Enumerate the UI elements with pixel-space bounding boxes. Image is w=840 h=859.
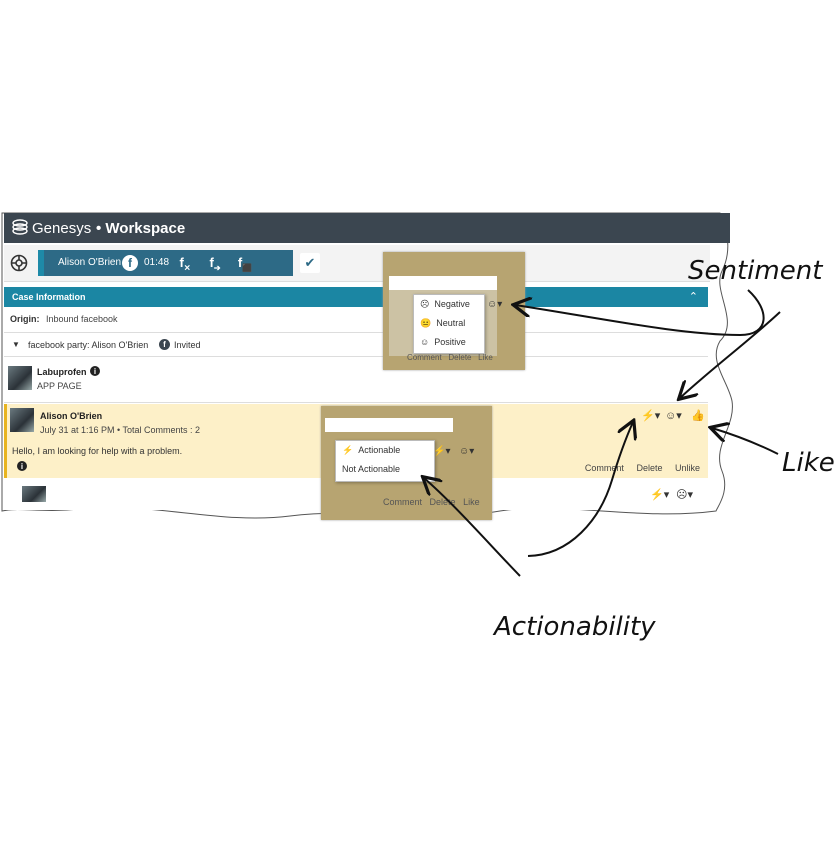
menu-item-label: Positive xyxy=(434,337,466,347)
app-title: • Workspace xyxy=(96,220,186,237)
menu-item-label: Not Actionable xyxy=(342,464,401,474)
facebook-end-icon[interactable]: f✕ xyxy=(179,255,191,273)
title-bar: Genesys • Workspace xyxy=(4,213,730,243)
chevron-up-icon[interactable]: ⌃ xyxy=(688,291,698,303)
sentiment-menu: ☹ Negative 😐 Neutral ☺ Positive xyxy=(413,294,485,354)
actionability-icon[interactable]: ⚡▾ xyxy=(641,410,661,422)
like-link[interactable]: Like xyxy=(463,497,480,507)
popup-footer: Comment Delete Like xyxy=(383,497,480,507)
sentiment-arrow-2 xyxy=(680,311,781,398)
genesys-logo-icon xyxy=(12,219,28,235)
like-link[interactable]: Like xyxy=(478,353,493,362)
sentiment-icon[interactable]: ☹▾ xyxy=(676,489,693,501)
origin-label: Origin: xyxy=(10,314,40,324)
like-arrow xyxy=(712,428,779,455)
post-author: Alison O'Brien xyxy=(40,411,103,421)
post-meta: July 31 at 1:16 PM • Total Comments : 2 xyxy=(40,425,201,435)
post-subtitle: APP PAGE xyxy=(37,381,82,391)
sentiment-icon[interactable]: ☺▾ xyxy=(665,410,682,422)
sentiment-popup: ☺▾ ☹ Negative 😐 Neutral ☺ Positive Comme… xyxy=(383,252,525,370)
facebook-reply-icon[interactable]: f⬛ xyxy=(237,255,253,273)
unlike-link[interactable]: Unlike xyxy=(674,463,700,473)
sentiment-icon[interactable]: ☺▾ xyxy=(487,299,503,310)
menu-item-label: Negative xyxy=(434,299,470,309)
actionability-arrow-2 xyxy=(424,478,521,577)
delete-link[interactable]: Delete xyxy=(448,353,472,362)
sentiment-icon[interactable]: ☺▾ xyxy=(459,446,475,457)
avatar xyxy=(22,486,46,502)
actionability-annotation: Actionability xyxy=(494,612,656,642)
like-annotation: Like xyxy=(782,448,835,478)
contact-accent xyxy=(38,250,44,276)
delete-link[interactable]: Delete xyxy=(636,463,663,473)
popup-header xyxy=(389,276,497,290)
case-header-title: Case Information xyxy=(12,292,86,302)
menu-item-label: Actionable xyxy=(358,445,401,455)
menu-item-neutral[interactable]: 😐 Neutral xyxy=(420,318,466,328)
sentiment-arrow xyxy=(515,289,765,337)
contact-name: Alison O'Brien xyxy=(58,257,122,268)
avatar xyxy=(8,366,32,390)
menu-item-negative[interactable]: ☹ Negative xyxy=(420,299,470,309)
party-label: facebook party: Alison O'Brien xyxy=(28,340,149,350)
info-icon[interactable]: i xyxy=(90,366,100,376)
party-status: Invited xyxy=(174,340,201,350)
list-item: Labuprofen i APP PAGE xyxy=(4,358,708,403)
menu-item-label: Neutral xyxy=(436,318,466,328)
delete-link[interactable]: Delete xyxy=(429,497,456,507)
done-check-button[interactable]: ✔ xyxy=(300,253,320,273)
info-icon[interactable]: i xyxy=(17,461,27,471)
origin-row: Origin: Inbound facebook xyxy=(4,307,708,333)
facebook-icon: f xyxy=(159,339,170,350)
origin-value: Inbound facebook xyxy=(46,314,118,324)
menu-item-positive[interactable]: ☺ Positive xyxy=(420,337,466,347)
interaction-toolbar: Alison O'Brien f 01:48 f✕ f➔ f⬛ ✔ xyxy=(4,245,710,282)
avatar xyxy=(10,408,34,432)
actionability-icon[interactable]: ⚡▾ xyxy=(433,446,451,457)
brand-name: Genesys xyxy=(32,220,92,237)
post-actions: Comment Delete Unlike xyxy=(575,463,700,473)
popup-footer: Comment Delete Like xyxy=(407,353,493,362)
facebook-icon: f xyxy=(122,255,138,271)
contact-bar[interactable]: Alison O'Brien f 01:48 f✕ f➔ f⬛ ✔ xyxy=(38,250,320,276)
sentiment-annotation: Sentiment xyxy=(688,256,823,286)
popup-header xyxy=(325,418,453,432)
comment-link[interactable]: Comment xyxy=(584,463,624,473)
actionability-menu: ⚡ Actionable Not Actionable xyxy=(335,440,435,482)
comment-link[interactable]: Comment xyxy=(407,353,442,362)
post-message: Hello, I am looking for help with a prob… xyxy=(12,446,183,456)
post-author: Labuprofen xyxy=(37,367,87,377)
actionability-arrow-1 xyxy=(527,422,633,557)
comment-link[interactable]: Comment xyxy=(383,497,423,507)
like-icon[interactable]: 👍 xyxy=(691,410,705,422)
party-row[interactable]: ▼ facebook party: Alison O'Brien f Invit… xyxy=(4,334,708,357)
support-icon[interactable] xyxy=(10,254,28,272)
actionability-popup: ⚡▾ ☺▾ ⚡ Actionable Not Actionable Commen… xyxy=(321,406,492,520)
facebook-transfer-icon[interactable]: f➔ xyxy=(209,255,221,273)
menu-item-actionable[interactable]: ⚡ Actionable xyxy=(342,445,401,455)
interaction-timer: 01:48 xyxy=(144,257,170,268)
menu-item-not-actionable[interactable]: Not Actionable xyxy=(336,460,434,479)
actionability-icon[interactable]: ⚡▾ xyxy=(650,489,670,501)
caret-down-icon[interactable]: ▼ xyxy=(12,340,20,349)
